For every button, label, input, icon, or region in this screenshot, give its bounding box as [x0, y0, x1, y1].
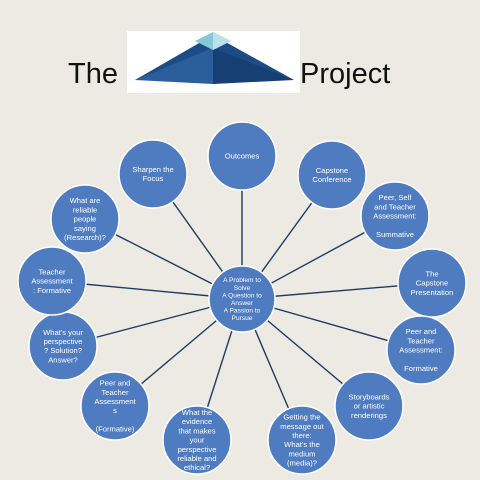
node-label-line: reliable: [73, 205, 97, 214]
node-label-line: perspective: [178, 445, 217, 454]
node-label-line: Assessment:: [373, 212, 416, 221]
node-label-line: (Formative): [96, 425, 135, 434]
node-label-line: (media)?: [287, 459, 317, 468]
node-circle: [267, 405, 337, 475]
node-label-line: there:: [292, 431, 311, 440]
center-label-line: A Question to: [222, 292, 262, 299]
node-circle: [297, 140, 367, 210]
node-label-line: Answer?: [48, 355, 78, 364]
node-circle: [162, 405, 232, 475]
node-label-line: Teacher: [407, 336, 434, 345]
pyramid-logo: [127, 31, 300, 93]
node-label-line: that makes: [178, 426, 215, 435]
node-label-line: Conference: [312, 175, 351, 184]
node-circle: [207, 121, 277, 191]
node-label-line: What's the: [284, 440, 320, 449]
node-label-line: s: [113, 406, 117, 415]
node-label-line: Peer and: [406, 327, 437, 336]
node-label-line: What are: [70, 196, 101, 205]
node-label-line: What the: [182, 408, 212, 417]
node-label-line: Storyboards: [349, 392, 390, 401]
node-label-line: The: [425, 269, 438, 278]
title-right-word: Project: [300, 58, 391, 90]
node-label-line: Presentation: [411, 288, 454, 297]
node-label-line: Summative: [376, 230, 414, 239]
node-label-line: Capstone: [316, 166, 349, 175]
node-circle: [386, 315, 456, 385]
node-circle: [360, 181, 430, 251]
node-label-line: Assessment: [31, 277, 73, 286]
center-label-line: Answer: [231, 300, 254, 307]
node-label-line: ? Solution?: [44, 346, 82, 355]
node-circle: [80, 371, 150, 441]
node-label-line: renderings: [351, 411, 387, 420]
node-label-line: message out: [280, 422, 324, 431]
node-label-line: Peer, Self: [379, 193, 413, 202]
node-label-line: reliable and: [177, 454, 216, 463]
node-label-line: Outcomes: [225, 152, 260, 161]
node-label-line: ethical?: [184, 463, 210, 472]
node-label-line: medium: [288, 449, 315, 458]
node-label-line: perspective: [44, 337, 83, 346]
node-label-line: saying: [74, 224, 96, 233]
node-circle: [334, 371, 404, 441]
node-outcomes: Outcomes: [207, 121, 277, 191]
node-label-line: and Teacher: [374, 202, 416, 211]
node-label-line: or artistic: [354, 402, 385, 411]
node-label-line: What's your: [43, 328, 83, 337]
node-label-line: : Formative: [33, 286, 71, 295]
node-label-line: Assessment: [94, 397, 136, 406]
node-label-line: Peer and: [100, 379, 131, 388]
node-label-line: people: [74, 215, 97, 224]
node-label-line: (Research)?: [64, 233, 106, 242]
node-label-line: Getting the: [283, 413, 320, 422]
center-label-line: Pursue: [232, 315, 253, 322]
node-circle: [50, 184, 120, 254]
center-circle: [208, 265, 276, 333]
center-label-line: A Passion to: [224, 308, 261, 315]
node-circle: [17, 246, 87, 316]
node-label-line: evidence: [182, 417, 212, 426]
node-circle: [397, 248, 467, 318]
title-left-word: The: [68, 58, 118, 90]
node-label-line: Focus: [143, 174, 164, 183]
node-label-line: Teacher: [101, 388, 128, 397]
node-circle: [118, 139, 188, 209]
node-label-line: Teacher: [38, 267, 65, 276]
node-label-line: Sharpen the: [132, 165, 173, 174]
pyramid-icon: [135, 32, 294, 84]
node-label-line: your: [190, 436, 205, 445]
node-label-line: Capstone: [416, 279, 449, 288]
center-label-line: A Problem to: [223, 277, 261, 284]
center-label-line: Solve: [234, 285, 251, 292]
node-label-line: Assessment:: [399, 346, 442, 355]
node-label-line: Formative: [404, 364, 438, 373]
